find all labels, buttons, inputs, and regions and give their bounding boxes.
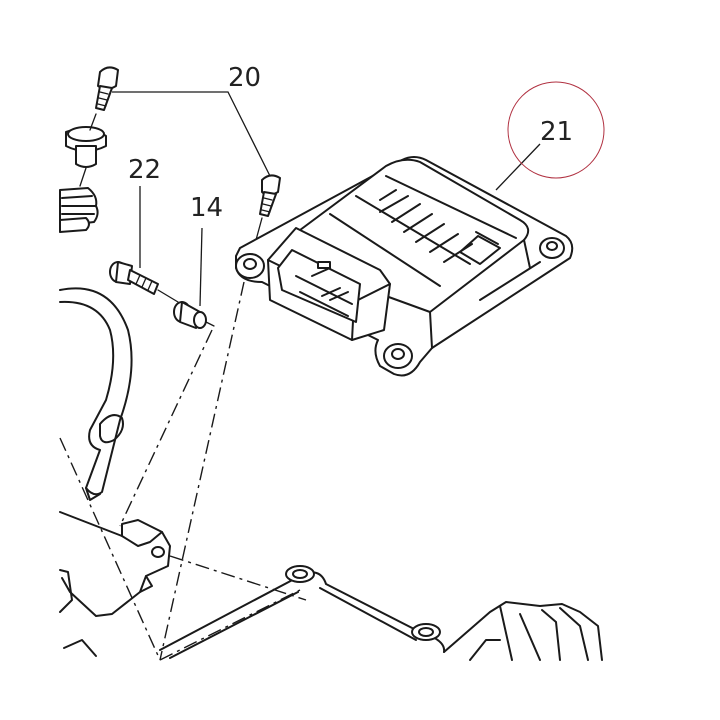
callout-20: 20 xyxy=(228,63,261,93)
lower-bracket xyxy=(59,511,171,657)
bolt-20-right xyxy=(255,174,281,241)
mounting-strap xyxy=(59,287,133,501)
callout-leaders xyxy=(112,91,271,307)
bolt-20-left xyxy=(89,66,119,131)
callout-14: 14 xyxy=(190,193,223,223)
highlight-circle xyxy=(507,81,605,179)
rubber-grommet xyxy=(59,187,99,233)
control-unit-21 xyxy=(235,143,574,377)
assembly-centerlines xyxy=(59,281,307,661)
callout-21: 21 xyxy=(540,117,573,147)
bolt-22 xyxy=(109,261,179,303)
spacer-washer xyxy=(65,126,107,187)
mounting-frame xyxy=(159,565,603,661)
callout-22: 22 xyxy=(128,155,161,185)
spacer-14 xyxy=(173,301,215,329)
